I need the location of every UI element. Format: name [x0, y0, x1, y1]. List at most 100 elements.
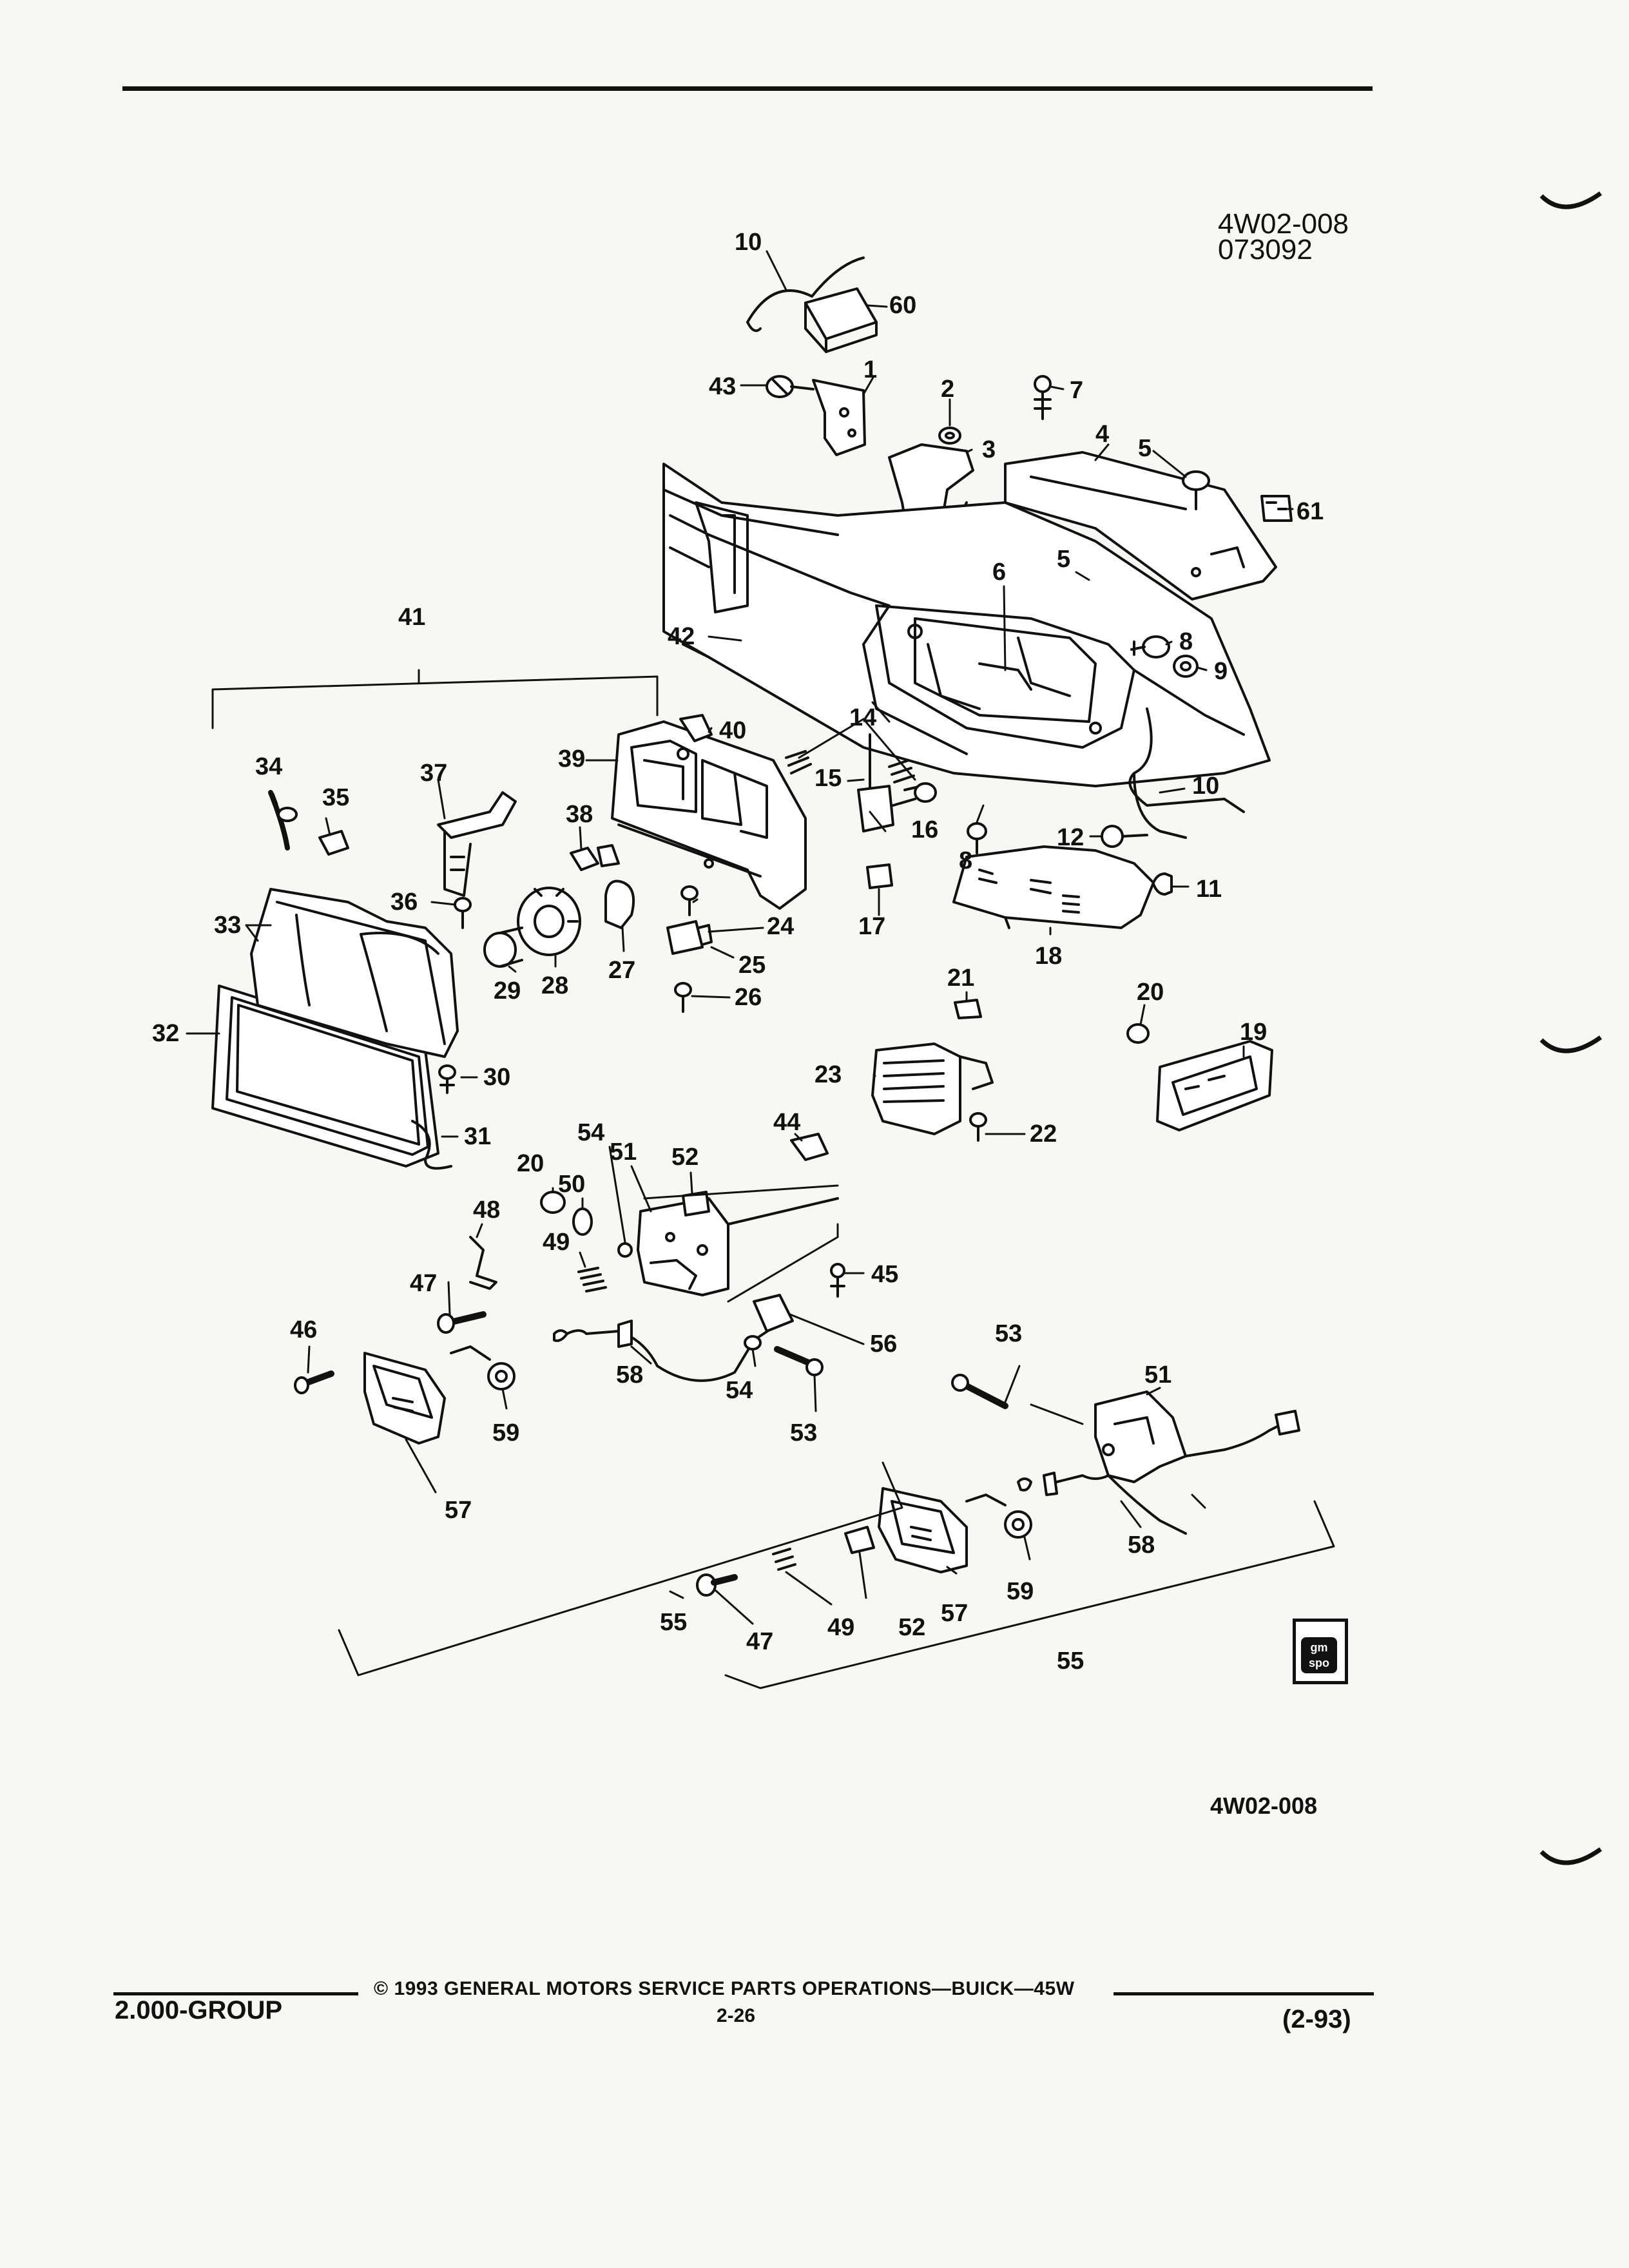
retainer-28 [517, 887, 581, 956]
callout-49-right: 49 [827, 1614, 854, 1641]
callout-22: 22 [1030, 1120, 1057, 1148]
callout-59-right: 59 [1007, 1578, 1034, 1605]
clip-61 [1260, 495, 1293, 522]
margin-tick [1539, 191, 1603, 209]
housing-39 [611, 720, 807, 910]
connector-56 [753, 1294, 794, 1332]
bracket-48 [469, 1236, 497, 1290]
drawing-id-bottom: 4W02-008 [1210, 1792, 1318, 1819]
callout-43: 43 [709, 373, 736, 400]
callout-37: 37 [420, 760, 447, 787]
callout-59-left: 59 [492, 1419, 519, 1446]
clip-21 [954, 999, 982, 1019]
gm-spo-logo-mark: gm spo [1301, 1637, 1337, 1673]
panel-4 [1004, 451, 1277, 601]
callout-57-right: 57 [941, 1600, 968, 1627]
callout-54-bottom: 54 [726, 1377, 753, 1404]
footer-group: 2.000-GROUP [115, 1996, 283, 2024]
clip-35 [318, 830, 349, 856]
callout-34: 34 [255, 753, 282, 780]
callout-53-left: 53 [790, 1419, 817, 1446]
nut-2 [938, 427, 961, 445]
callout-27: 27 [608, 957, 635, 984]
callout-45: 45 [871, 1261, 898, 1288]
lamp-19 [1156, 1040, 1273, 1131]
callout-9: 9 [1214, 658, 1228, 685]
connector-52-bottom [844, 1526, 875, 1554]
drawing-id: 4W02-008 [1218, 208, 1349, 240]
callout-26: 26 [735, 984, 762, 1011]
callout-58-right: 58 [1128, 1532, 1155, 1559]
callout-8-left: 8 [959, 847, 972, 874]
screw-24 [680, 885, 699, 916]
callout-52-bottom: 52 [898, 1614, 925, 1641]
callout-46: 46 [290, 1316, 317, 1343]
screw-22 [969, 1112, 987, 1142]
callout-21: 21 [947, 965, 974, 992]
screw-26 [674, 982, 692, 1013]
rivet-5-upper [1182, 470, 1210, 510]
callout-7: 7 [1070, 377, 1083, 404]
top-rule [122, 86, 1373, 91]
footer-page-number: 2-26 [717, 2005, 756, 2026]
callout-28: 28 [541, 972, 568, 999]
margin-tick [1539, 1847, 1603, 1865]
harness-58-right [1017, 1472, 1187, 1535]
callout-33: 33 [214, 912, 241, 939]
callout-4: 4 [1095, 421, 1109, 448]
footer-copyright: © 1993 GENERAL MOTORS SERVICE PARTS OPER… [374, 1978, 1075, 1999]
callout-10-right: 10 [1192, 773, 1219, 800]
callout-47-left: 47 [410, 1270, 437, 1297]
callout-6: 6 [992, 559, 1006, 586]
bracket-line-51-right [1030, 1403, 1206, 1509]
bracket-line-55-right [724, 1500, 1335, 1689]
clip-54-top [617, 1242, 633, 1258]
callout-10-top: 10 [735, 229, 762, 256]
clip-44 [790, 1133, 829, 1161]
callout-1: 1 [863, 356, 877, 383]
callout-3: 3 [982, 436, 996, 463]
callout-50: 50 [558, 1171, 585, 1198]
clip-17 [866, 863, 893, 889]
callout-55-right: 55 [1057, 1648, 1084, 1675]
callout-57-left: 57 [445, 1497, 472, 1524]
callout-labels: 10 60 1 43 2 3 7 4 5 61 5 6 8 9 42 41 10… [152, 229, 1324, 1675]
wire-harness-10-right [1128, 707, 1245, 839]
spring-14 [785, 750, 812, 774]
clip-54-bottom [744, 1335, 762, 1350]
callout-36: 36 [390, 889, 418, 916]
callout-25: 25 [738, 952, 766, 979]
socket-12 [1101, 825, 1148, 848]
spring-49-left [577, 1267, 607, 1293]
callout-12: 12 [1057, 824, 1084, 851]
callout-60: 60 [889, 292, 916, 319]
lamp-23 [871, 1043, 994, 1135]
spring-50 [572, 1207, 593, 1236]
callout-42: 42 [668, 623, 695, 650]
callout-55-left: 55 [660, 1609, 687, 1636]
clip-40 [679, 714, 713, 742]
bolt-53-left [774, 1346, 824, 1376]
callout-58-left: 58 [616, 1361, 643, 1389]
bracket-line-41 [211, 669, 659, 729]
harness-58-left [553, 1320, 775, 1382]
callout-51-right: 51 [1144, 1361, 1171, 1389]
footer-revision: (2-93) [1282, 2005, 1351, 2033]
nut-8-left [967, 822, 987, 854]
connector-25 [666, 920, 713, 955]
callout-17: 17 [858, 913, 885, 940]
callout-30: 30 [483, 1064, 510, 1091]
callout-5-lower: 5 [1057, 546, 1070, 573]
callout-47-right: 47 [746, 1628, 773, 1655]
callout-16: 16 [911, 816, 938, 843]
callout-54-top: 54 [577, 1119, 604, 1146]
callout-44: 44 [773, 1109, 800, 1136]
footer-rule-left [113, 1992, 358, 1995]
margin-tick [1539, 1035, 1603, 1053]
support-42 [662, 463, 1271, 787]
headlamp-33 [250, 888, 459, 1058]
screw-30 [438, 1064, 456, 1094]
screw-47-left [437, 1311, 487, 1334]
